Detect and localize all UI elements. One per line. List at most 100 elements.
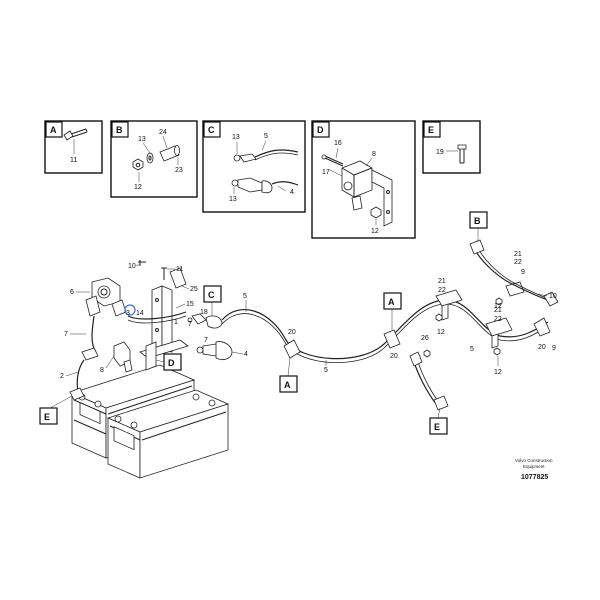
callout-15: 15 — [186, 301, 194, 308]
drawing-number: 1077825 — [521, 474, 548, 481]
relay-small — [113, 341, 133, 373]
callout-3: 3 — [126, 310, 130, 317]
callout-4: 4 — [244, 351, 248, 358]
bolt-e-icon — [457, 144, 467, 164]
callout-25: 25 — [190, 286, 198, 293]
publisher-line-1: Volvo Construction — [515, 458, 553, 463]
nut-12-right-b — [435, 313, 443, 322]
detail-box-e-letter: E — [428, 125, 434, 135]
detail-box-c: C 13 5 13 4 — [202, 120, 306, 213]
tag-c-main: C — [203, 285, 222, 316]
detail-box-b: B 13 24 12 23 — [110, 120, 198, 198]
svg-text:D: D — [168, 358, 175, 368]
detail-box-a-letter: A — [50, 125, 57, 135]
tag-b-main: B — [469, 211, 488, 242]
detail-box-b-letter: B — [116, 125, 123, 135]
detail-e-num-19: 19 — [436, 149, 444, 156]
detail-c-num-13a: 13 — [232, 134, 240, 141]
callout-1: 1 — [174, 319, 178, 326]
nut-icon — [132, 158, 144, 171]
relay-switch-icon — [341, 160, 373, 211]
detail-d-num-17: 17 — [322, 169, 330, 176]
tag-e-right: E — [429, 407, 448, 435]
lug-7-right — [196, 341, 233, 360]
detail-b-num-12: 12 — [134, 184, 142, 191]
detail-d-num-16: 16 — [334, 140, 342, 147]
detail-box-d: D 16 8 17 12 — [311, 120, 416, 239]
callout-21a: 21 — [438, 278, 446, 285]
bolt-10-top — [138, 260, 146, 266]
callout-10a: 10 — [128, 263, 136, 270]
bolt-icon — [63, 128, 88, 141]
callout-10b: 10 — [549, 293, 557, 300]
callout-8: 8 — [100, 367, 104, 374]
detail-c-num-4: 4 — [290, 189, 294, 196]
callout-7b: 7 — [188, 321, 192, 328]
spacer-sleeve-icon — [159, 145, 180, 162]
callout-5c: 5 — [470, 346, 474, 353]
callout-9a: 9 — [521, 269, 525, 276]
callout-2: 2 — [60, 373, 64, 380]
callout-20c: 20 — [538, 344, 546, 351]
callout-6: 6 — [70, 289, 74, 296]
callout-21b: 21 — [494, 307, 502, 314]
nut-12-right-d — [495, 297, 503, 306]
tag-e-left: E — [39, 395, 73, 425]
small-bracket — [145, 341, 157, 371]
detail-d-num-8: 8 — [372, 151, 376, 158]
lug-c-main — [205, 315, 223, 329]
tag-d-main: D — [155, 353, 182, 371]
clamp-20-left — [283, 339, 301, 359]
nut-12-right-c — [493, 347, 501, 356]
bracket-21-b — [485, 317, 513, 349]
detail-b-num-23: 23 — [175, 167, 183, 174]
callout-20b: 20 — [390, 353, 398, 360]
battery-right — [106, 389, 230, 479]
callout-26: 26 — [421, 335, 429, 342]
detail-box-d-letter: D — [317, 125, 324, 135]
callout-22a: 22 — [438, 287, 446, 294]
callout-22b: 22 — [494, 316, 502, 323]
callouts: 10 11 25 6 3 14 15 18 7 7 7 1 2 8 4 5 5 … — [60, 251, 557, 380]
battery-bracket — [139, 267, 189, 359]
clamp-20-right — [533, 317, 551, 337]
tag-a-lower: A — [279, 357, 298, 393]
callout-12b: 12 — [494, 369, 502, 376]
svg-text:E: E — [44, 412, 50, 422]
callout-7a: 7 — [64, 331, 68, 338]
callout-5b: 5 — [324, 367, 328, 374]
bolt-11-top — [161, 267, 167, 280]
callout-21c: 21 — [514, 251, 522, 258]
svg-text:B: B — [474, 216, 481, 226]
cable-lug-boot-icon — [231, 177, 299, 194]
clamp-20-middle — [383, 329, 401, 349]
lug-18 — [187, 313, 207, 325]
callout-12c: 12 — [494, 303, 502, 310]
mounting-bracket-icon — [371, 169, 393, 227]
detail-d-num-12: 12 — [371, 228, 379, 235]
publisher-block: Volvo Construction Equipment 1077825 — [515, 458, 553, 481]
callout-20a: 20 — [288, 329, 296, 336]
screw-icon — [321, 154, 344, 167]
callout-5a: 5 — [243, 293, 247, 300]
callout-9b: 9 — [552, 345, 556, 352]
nut-12-right-a — [423, 349, 431, 358]
svg-text:A: A — [388, 297, 395, 307]
callout-22c: 22 — [514, 259, 522, 266]
callout-11a: 11 — [176, 266, 183, 273]
svg-text:A: A — [284, 380, 291, 390]
detail-box-a: A 11 — [44, 120, 103, 174]
detail-c-num-13b: 13 — [229, 196, 237, 203]
detail-box-e: E 19 — [422, 120, 481, 174]
callout-7c: 7 — [204, 337, 208, 344]
callout-12a: 12 — [437, 329, 445, 336]
bracket-21-a — [435, 289, 463, 321]
publisher-line-2: Equipment — [523, 464, 545, 469]
detail-b-num-13: 13 — [138, 136, 146, 143]
detail-b-num-24: 24 — [159, 129, 167, 136]
svg-text:E: E — [434, 422, 440, 432]
nut-d-icon — [370, 206, 382, 219]
washer-icon — [146, 152, 154, 164]
callout-14: 14 — [136, 310, 144, 317]
